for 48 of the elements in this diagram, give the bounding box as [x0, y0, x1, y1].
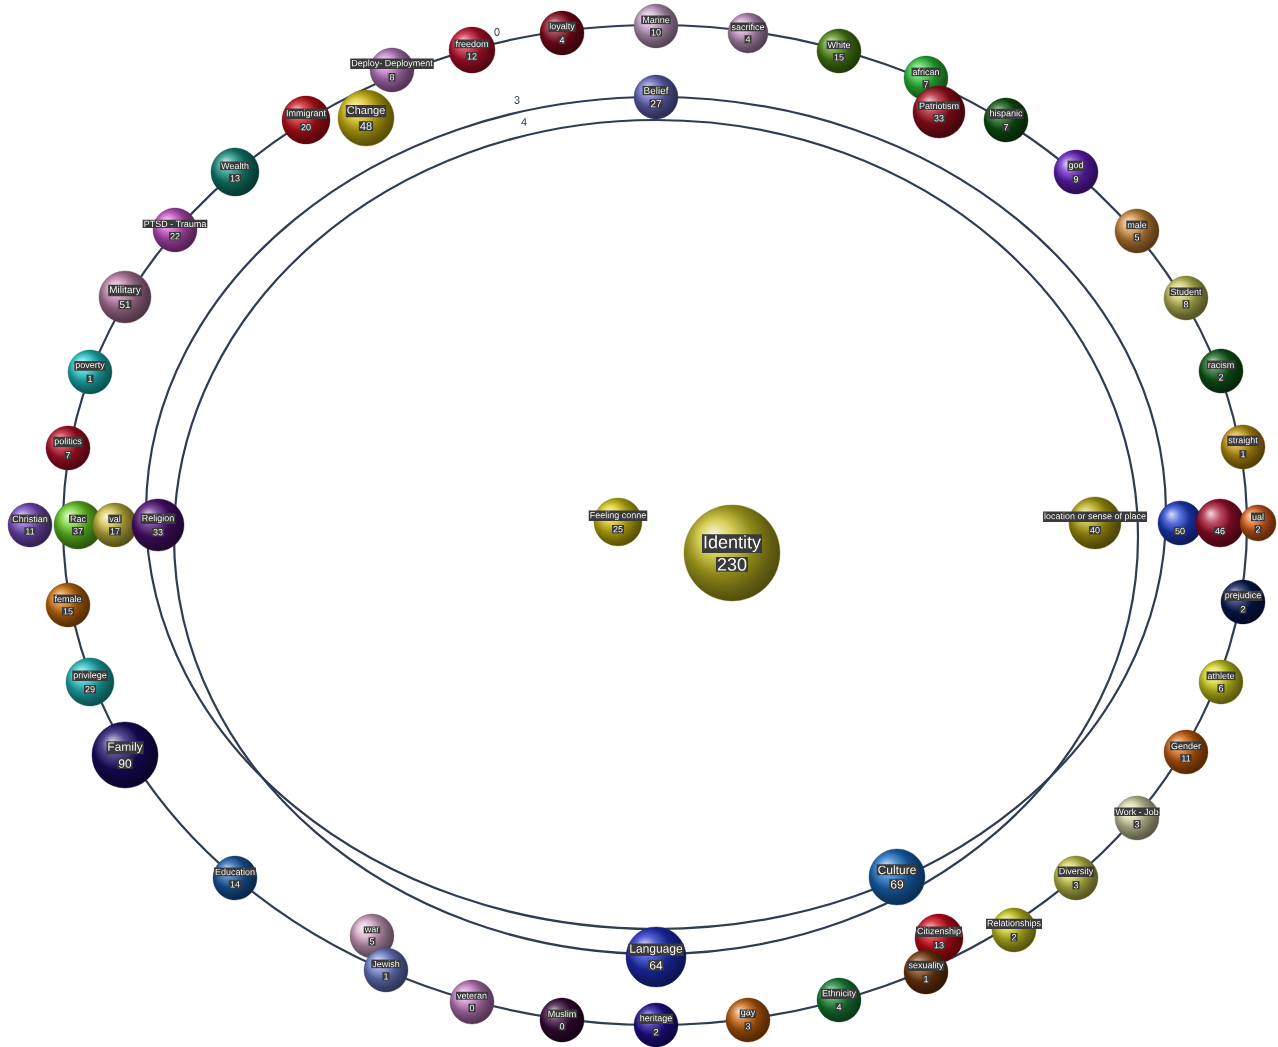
bubble: Ethnicity 4	[816, 977, 862, 1023]
bubble: Work - Job 3	[1114, 795, 1160, 841]
bubble: Military 51	[98, 270, 152, 324]
bubble: Belief 27	[633, 74, 679, 120]
bubble: straight 1	[1220, 424, 1266, 470]
bubble: racism 2	[1198, 348, 1244, 394]
bubble: sexuality 1	[903, 949, 949, 995]
bubble: hispanic 7	[983, 97, 1029, 143]
bubble: Religion 33	[131, 498, 185, 552]
bubble: gay 3	[725, 997, 771, 1043]
bubble: Deploy- Deployment 8	[350, 47, 434, 93]
bubble: heritage 2	[633, 1002, 679, 1047]
bubble: Marine 10	[633, 3, 679, 49]
bubble: Student 8	[1163, 275, 1209, 321]
bubble: White 15	[816, 28, 862, 74]
bubble: Jewish 1	[363, 947, 409, 993]
ring-number: 3	[514, 96, 520, 104]
bubble: Relationships 2	[986, 907, 1042, 953]
bubble: Family 90	[91, 721, 159, 789]
bubble: Diversity 3	[1053, 855, 1099, 901]
bubble: Patriotism 33	[912, 85, 966, 139]
ring-number: 0	[494, 28, 500, 36]
bubble: Gender 11	[1163, 729, 1209, 775]
bubble: Immigrant 20	[281, 95, 331, 145]
bubble: female 15	[45, 582, 91, 628]
bubble: male 5	[1114, 208, 1160, 254]
bubble: privilege 29	[65, 657, 115, 707]
bubble: PTSD - Trauma 22	[142, 207, 208, 253]
bubble: prejudice 2	[1220, 579, 1266, 625]
bubble: Identity 230	[683, 504, 781, 602]
bubble: loyalty 4	[539, 10, 585, 56]
bubble: veteran 0	[449, 979, 495, 1025]
bubble: Language 64	[625, 926, 687, 988]
bubble: athlete 6	[1198, 659, 1244, 705]
bubble: location or sense of place 40	[1042, 496, 1148, 550]
bubble: Education 14	[212, 855, 258, 901]
bubble: Christian 11	[7, 502, 53, 548]
bubble: Muslim 0	[539, 997, 585, 1043]
bubble: Change 48	[337, 89, 395, 147]
bubble: politics 7	[45, 425, 91, 471]
bubble: ual 2	[1239, 504, 1277, 542]
bubble: Wealth 13	[210, 147, 260, 197]
bubble: poverty 1	[67, 349, 113, 395]
bubble: Feeling conne 25	[588, 497, 648, 547]
bubble: Culture 69	[868, 848, 926, 906]
bubble: god 9	[1053, 149, 1099, 195]
ring-number: 4	[521, 118, 527, 126]
bubble: sacrifice 4	[727, 12, 769, 54]
